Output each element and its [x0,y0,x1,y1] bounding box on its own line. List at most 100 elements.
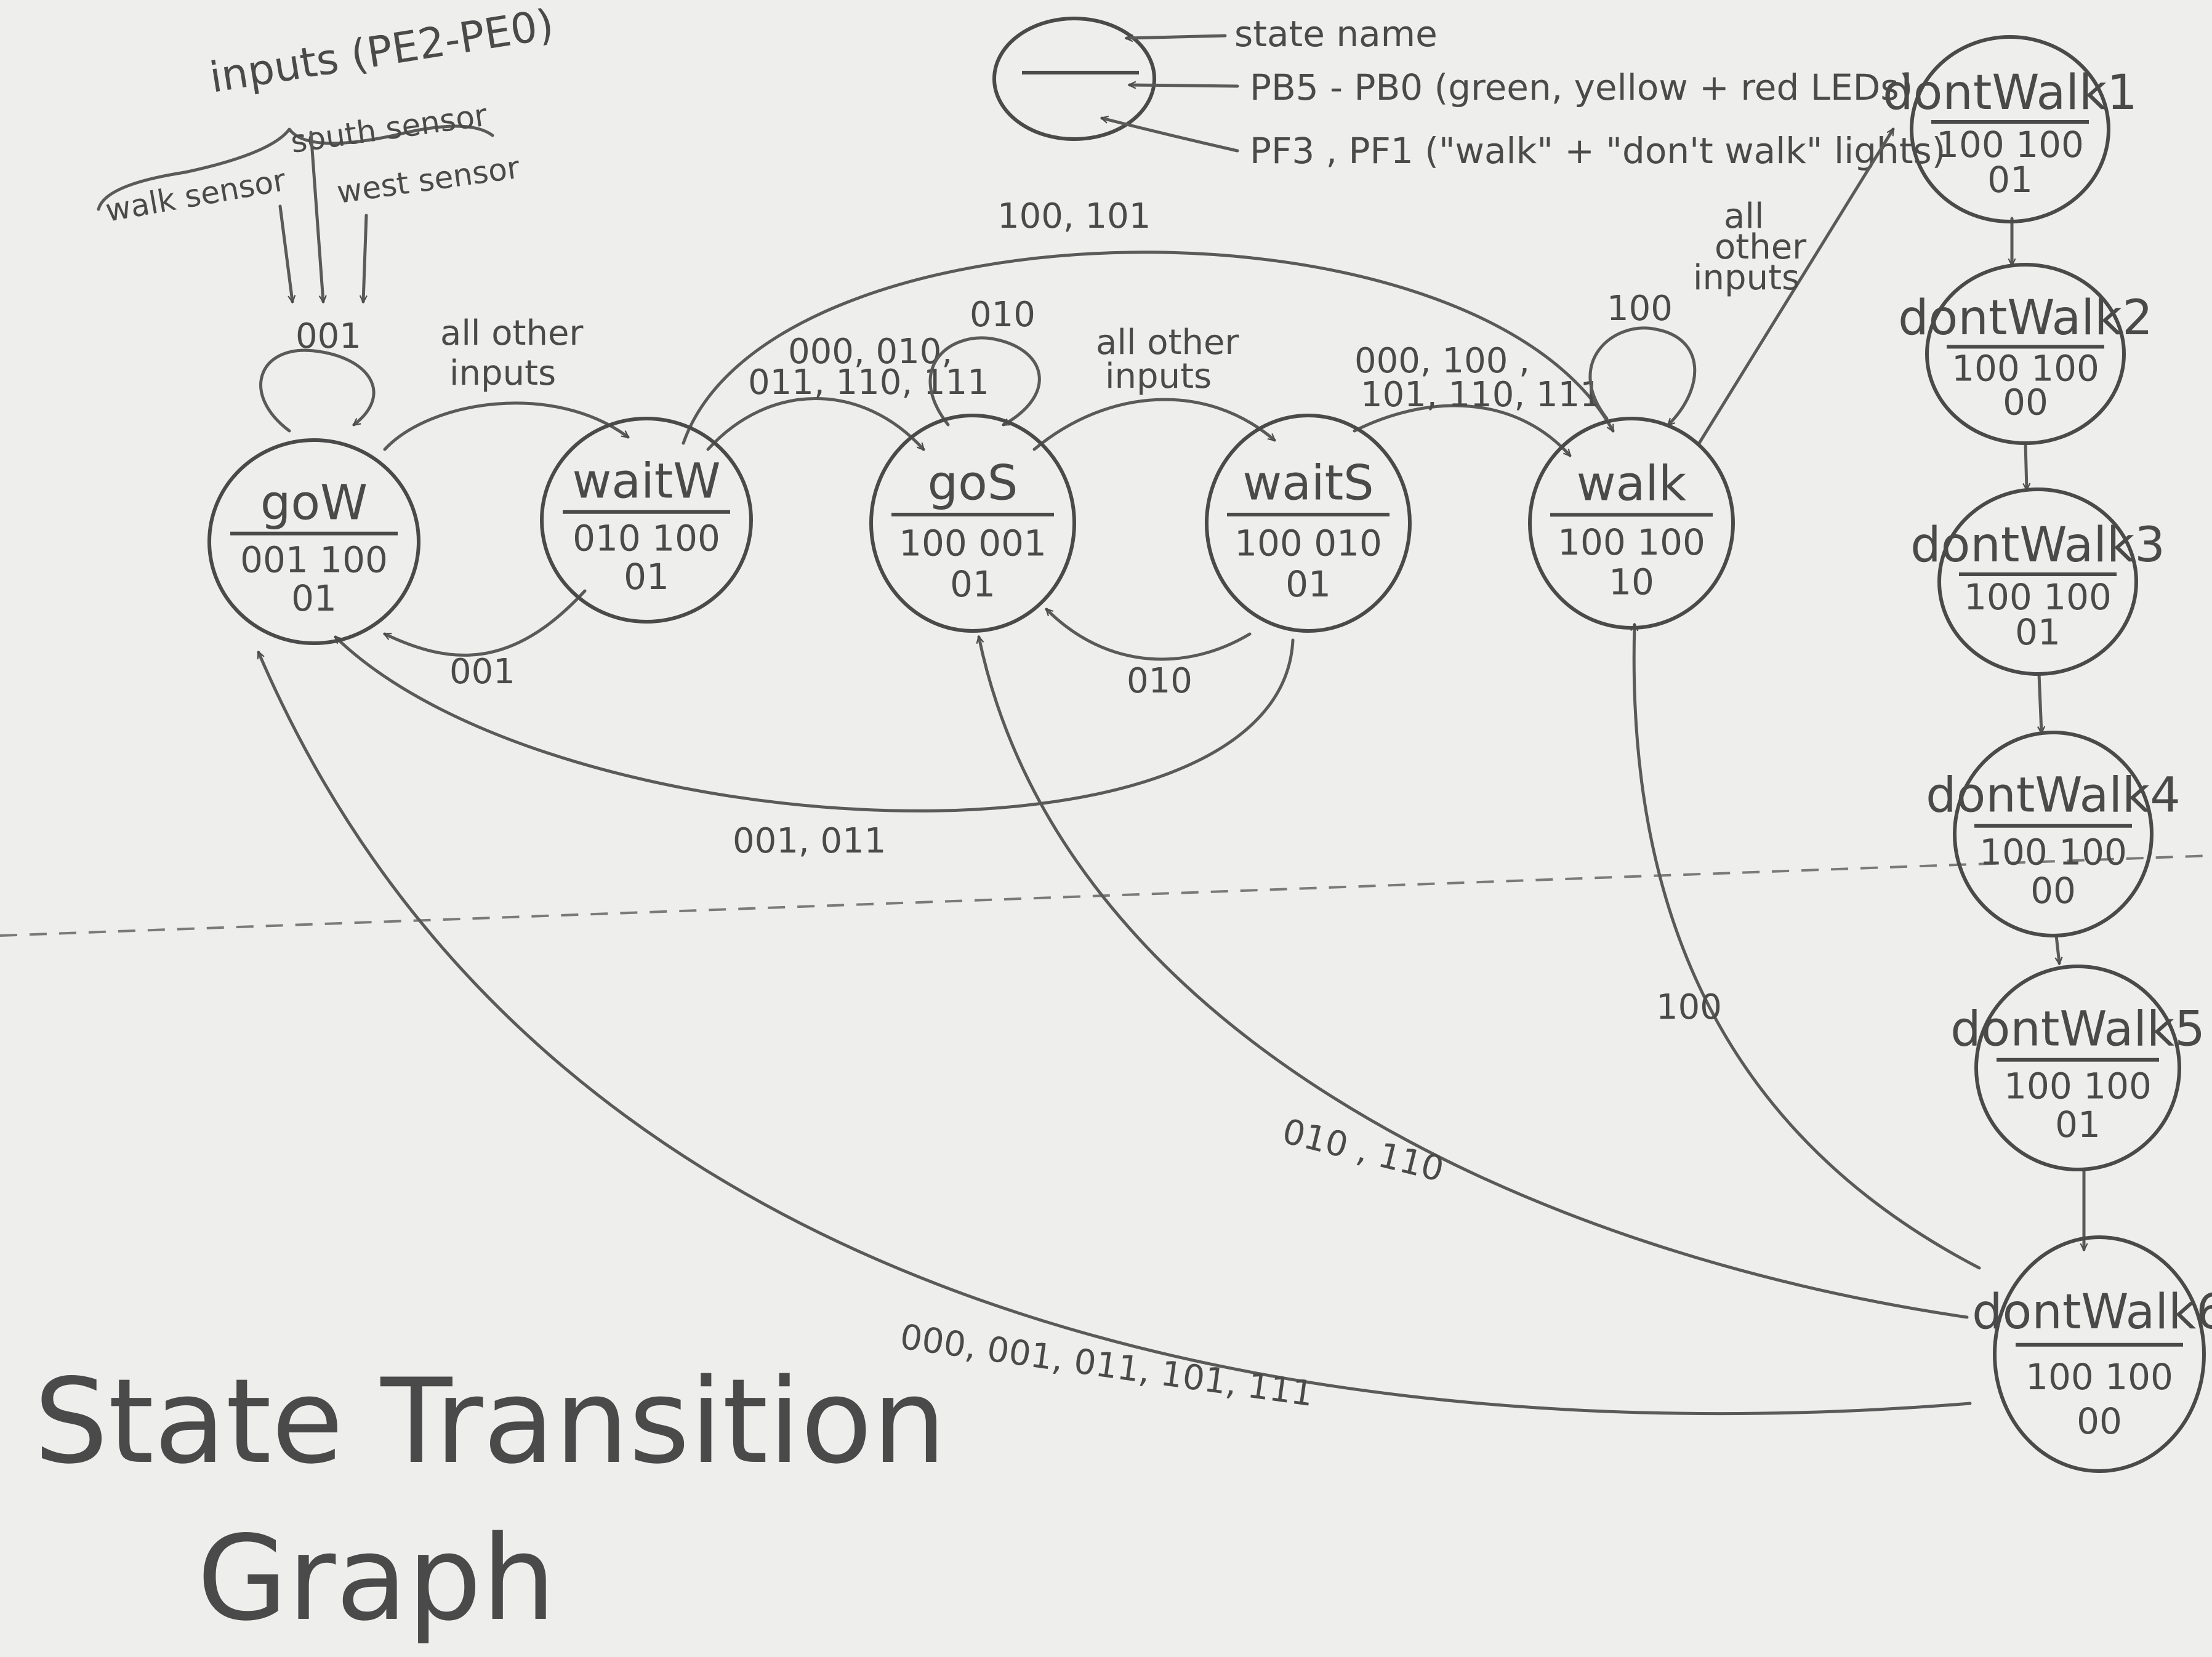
state-led-outputs: 100 100 [2025,1356,2173,1398]
edges: 001 all other inputs 001 000, 010, 011, … [257,129,2084,1416]
state-circle [1953,731,2154,937]
edge-goS-self-label: 010 [970,295,1036,335]
edge-waitW-goS-label-2: 011, 110, 111 [748,363,989,403]
legend-lights-text: PF3 , PF1 ("walk" + "don't walk" lights) [1250,130,1945,172]
state-name: dontWalk2 [1898,291,2153,346]
legend-state-circle [992,17,1156,141]
state-name: waitS [1242,456,1373,512]
edge-waitS-walk-label-2: 101, 110, 111 [1361,375,1602,415]
edge-waitS-goW-label: 001, 011 [733,821,886,861]
state-light-outputs: 00 [2077,1400,2122,1442]
edge-walk-self [1588,326,1697,425]
state-name: goW [260,476,368,531]
state-circle [1937,487,2138,676]
inputs-brace [97,124,494,211]
legend-leds-text: PB5 - PB0 (green, yellow + red LEDs) [1250,66,1913,108]
edge-waitW-walk-label: 100, 101 [997,196,1151,236]
inputs-arrow-south [309,130,323,302]
state-circle [1974,965,2181,1171]
fold-dashed-line [0,854,2212,937]
state-name: dontWalk4 [1926,768,2181,824]
inputs-arrow-west [363,214,368,302]
state-circle [1205,414,1412,633]
edge-waitS-goW [336,637,1295,812]
edge-goS-self [928,336,1041,427]
state-light-outputs: 01 [291,577,337,619]
state-light-outputs: 10 [1609,561,1654,603]
state-light-outputs: 01 [2015,611,2061,653]
state-light-outputs: 01 [1987,159,2033,201]
state-name: dontWalk1 [1883,65,2138,121]
state-led-outputs: 100 100 [1952,348,2099,390]
state-light-outputs: 01 [950,563,995,605]
edge-goS-waitS-label-1: all other [1096,323,1239,363]
legend: state name PB5 - PB0 (green, yellow + re… [992,13,1945,172]
edge-waitW-goW [385,589,587,657]
state-led-outputs: 100 100 [1964,576,2112,618]
edge-goW-self [259,348,376,433]
state-led-outputs: 100 100 [1936,124,2084,166]
state-led-outputs: 100 010 [1234,523,1382,564]
state-light-outputs: 01 [624,556,669,598]
edge-walk-dontWalk1-label-3: inputs [1693,258,1800,298]
edge-dontWalk3-dontWalk4 [2039,672,2041,732]
state-circle [540,417,753,624]
state-led-outputs: 100 100 [1979,832,2127,873]
edge-goW-waitW-label-1: all other [440,313,584,353]
legend-arrow-state-name [1127,36,1227,38]
edge-waitW-goS [706,397,923,450]
edge-dontWalk2-dontWalk3 [2025,441,2027,489]
edge-walk-dontWalk1 [1697,129,1895,445]
edge-waitS-walk [1353,404,1570,455]
state-led-outputs: 100 100 [2004,1065,2152,1107]
edge-dontWalk6-goW [257,652,1972,1416]
state-led-outputs: 100 100 [1558,521,1705,563]
state-light-outputs: 01 [2055,1104,2101,1145]
state-light-outputs: 00 [2030,870,2076,912]
state-circle [869,414,1076,633]
inputs-west-label: west sensor [335,150,523,211]
edge-walk-dontWalk1-label-1: all [1724,196,1764,236]
state-circle [1910,35,2110,223]
state-circle [1925,263,2126,445]
diagram-title-line1: State Transition [34,1354,946,1490]
edge-goW-waitW-label-2: inputs [449,353,556,393]
inputs-annotation: inputs (PE2-PE0) south sensor walk senso… [97,1,557,302]
state-circle [207,438,420,645]
edge-goW-waitW [383,401,628,451]
state-name: goS [928,456,1018,512]
edge-goS-waitS-label-2: inputs [1105,356,1212,396]
state-led-outputs: 010 100 [573,518,720,560]
legend-arrow-lights [1102,118,1239,153]
state-light-outputs: 00 [2003,382,2048,423]
edge-walk-dontWalk1-label-2: other [1715,227,1807,267]
edge-waitW-goW-label: 001 [449,652,515,692]
legend-state-name-text: state name [1234,13,1438,55]
edge-waitS-goS [1047,609,1252,661]
edge-dontWalk6-walk [1634,625,1981,1270]
edge-waitS-goS-label: 010 [1127,661,1192,701]
state-name: dontWalk5 [1950,1002,2205,1057]
inputs-header: inputs (PE2-PE0) [206,1,557,103]
state-circle [1528,417,1735,630]
state-name: dontWalk6 [1972,1285,2212,1340]
inputs-walk-label: walk sensor [103,162,289,229]
edge-goW-self-label: 001 [296,316,361,356]
diagram-title-line2: Graph [197,1511,556,1647]
state-circle [1993,1235,2206,1473]
state-name: dontWalk3 [1910,518,2165,573]
edge-dontWalk6-walk-label: 100 [1656,987,1722,1027]
edge-dontWalk4-dontWalk5 [2056,934,2059,963]
edge-waitW-goS-label-1: 000, 010, [788,332,952,372]
